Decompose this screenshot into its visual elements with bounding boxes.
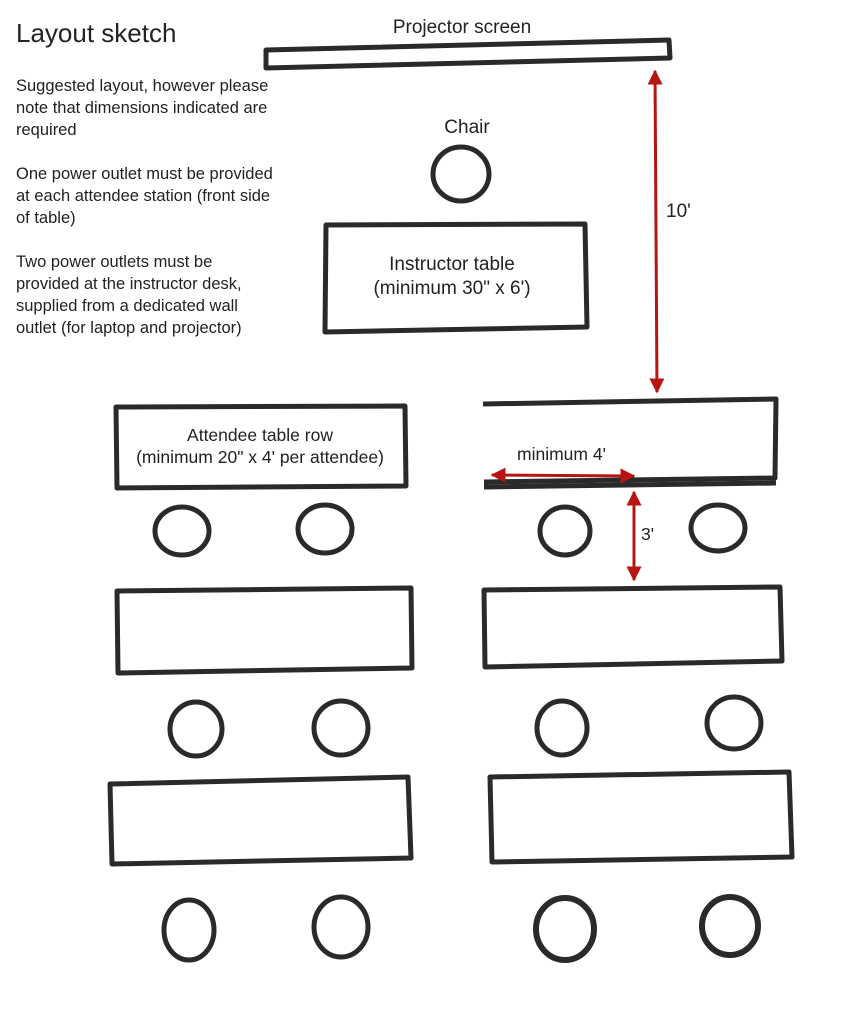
attendee-chair-r2-3: [534, 698, 590, 758]
page-title: Layout sketch: [16, 18, 177, 48]
layout-notes: Suggested layout, however please note th…: [16, 75, 276, 361]
dimension-label-station-width: minimum 4': [517, 444, 606, 464]
dimension-arrow-station-width: [490, 467, 636, 484]
attendee-chair-r2-4: [704, 694, 764, 752]
attendee-table-size: (minimum 20" x 4' per attendee): [136, 447, 384, 467]
attendee-chair-r1-1: [152, 504, 212, 558]
dimension-label-10ft: 10': [666, 201, 691, 222]
attendee-chair-r2-1: [167, 699, 225, 759]
attendee-chair-r1-3: [537, 504, 593, 558]
instructor-table: [322, 221, 590, 335]
attendee-table-row-1-right: [482, 396, 779, 485]
projector-screen-label: Projector screen: [393, 17, 531, 38]
dimension-label-row-spacing: 3': [641, 524, 654, 544]
note-suggested-layout: Suggested layout, however please note th…: [16, 77, 269, 139]
attendee-table-row-2-left: [114, 585, 415, 676]
attendee-chair-r2-2: [311, 698, 371, 758]
chair-label: Chair: [444, 117, 490, 138]
attendee-table-row-1-left: [113, 403, 409, 491]
attendee-table-row-label: Attendee table row: [187, 425, 333, 445]
attendee-table-row-3-right: [487, 769, 795, 865]
attendee-table-row-2-right: [481, 584, 785, 670]
attendee-chair-r3-1: [161, 897, 217, 963]
instructor-chair: [430, 144, 492, 204]
dimension-arrow-10ft: [647, 69, 665, 394]
attendee-chair-r1-2: [295, 502, 355, 556]
attendee-chair-r1-4: [688, 502, 748, 554]
projector-screen: [263, 37, 673, 71]
instructor-table-label: Instructor table: [389, 254, 515, 275]
attendee-chair-r3-3: [533, 895, 597, 963]
attendee-table-row-1-right-front-edge: [483, 480, 777, 490]
attendee-chair-r3-4: [699, 894, 761, 958]
attendee-chair-r3-2: [311, 894, 371, 960]
note-instructor-outlets: Two power outlets must be provided at th…: [16, 253, 242, 337]
note-attendee-outlets: One power outlet must be provided at eac…: [16, 165, 273, 227]
instructor-table-size: (minimum 30" x 6'): [373, 278, 530, 299]
attendee-table-row-3-left: [107, 774, 414, 867]
